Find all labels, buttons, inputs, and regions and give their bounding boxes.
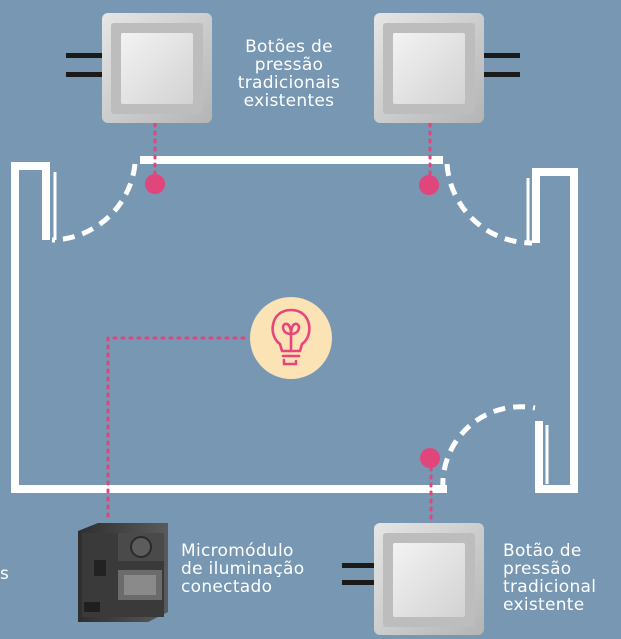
connection-dot-bottom: [420, 448, 440, 468]
micromodule-device: [78, 523, 168, 622]
wire-bulb-to-module: [106, 336, 246, 524]
label-micromodule: Micromódulo de iluminação conectado: [181, 541, 305, 597]
label-edge-fragment: s: [0, 565, 8, 583]
push-button-top-right: [393, 33, 465, 104]
connection-dot-top-right: [419, 175, 439, 195]
right-wall: [532, 168, 578, 493]
left-bottom-wall: [11, 162, 447, 493]
switch-bottom: [342, 523, 484, 635]
push-button-top-left: [121, 33, 193, 104]
label-existing-switches: Botões de pressão tradicionais existente…: [237, 37, 341, 111]
door-arc-top-right: [444, 163, 533, 246]
connection-dot-top-left: [145, 174, 165, 194]
push-button-bottom: [393, 543, 465, 617]
door-swings: [51, 163, 536, 491]
wiring: [106, 122, 433, 527]
label-existing-switch: Botão de pressão tradicional existente: [503, 541, 597, 615]
switch-top-right: [374, 13, 520, 123]
lightbulb-icon: [250, 297, 332, 379]
wall-inner-lines: [53, 172, 549, 484]
door-arc-top-left: [51, 163, 138, 243]
switch-top-left: [66, 13, 212, 123]
connection-dots: [145, 174, 440, 468]
door-arc-bottom-right: [440, 404, 536, 491]
room-walls: [11, 156, 578, 493]
